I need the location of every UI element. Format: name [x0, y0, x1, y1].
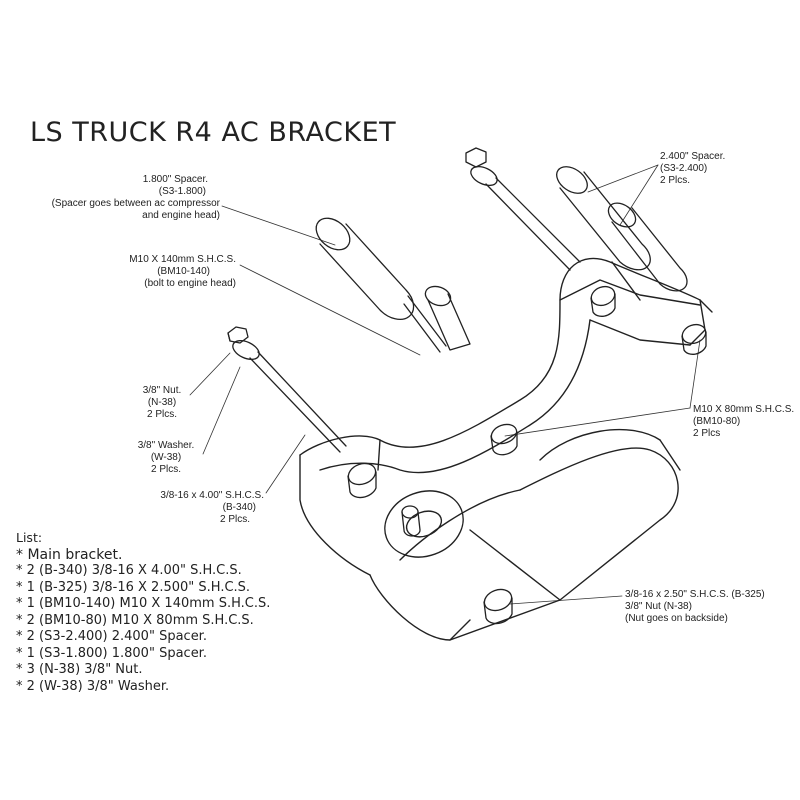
pin-center [401, 505, 421, 537]
callout-line: 3/8" Nut (N-38) [625, 601, 692, 612]
parts-list-item: * Main bracket. [16, 546, 123, 563]
parts-list-item: * 2 (S3-2.400) 2.400" Spacer. [16, 629, 207, 644]
socket-head-5 [483, 588, 513, 625]
callout-line: and engine head) [142, 210, 220, 221]
callout-line: (Spacer goes between ac compressor [51, 198, 220, 209]
callout-bolt-m10-140: M10 X 140mm S.H.C.S. (BM10-140) (bolt to… [96, 254, 248, 290]
callout-line: 2 Plcs. [146, 409, 177, 420]
socket-head-4 [681, 323, 707, 355]
callout-line: 2.400" Spacer. [660, 151, 726, 162]
parts-list: List: * Main bracket. * 2 (B-340) 3/8-16… [16, 530, 270, 695]
callout-line: 2 Plcs. [219, 514, 250, 525]
callout-line: (BM10-80) [693, 416, 741, 427]
spacer-middle [424, 285, 471, 351]
parts-list-item: * 1 (S3-1.800) 1.800" Spacer. [16, 645, 207, 661]
leader-spacer-1800 [221, 205, 336, 246]
parts-list-item: * 3 (N-38) 3/8" Nut. [16, 662, 143, 677]
parts-list-heading: List: [16, 530, 43, 545]
callout-line: 3/8-16 x 4.00" S.H.C.S. [160, 490, 264, 501]
callout-line: 3/8" Nut. [142, 385, 182, 396]
callout-washer-38: 3/8" Washer. (W-38) 2 Plcs. [128, 440, 204, 476]
parts-list-item: * 2 (W-38) 3/8" Washer. [16, 678, 170, 694]
callout-spacer-1800: 1.800" Spacer. (S3-1.800) (Spacer goes b… [40, 174, 220, 222]
socket-head-2 [490, 423, 518, 456]
bolt-b340-left [227, 326, 347, 453]
page-title: LS TRUCK R4 AC BRACKET [30, 117, 397, 148]
leader-washer [202, 366, 241, 455]
leader-m10-80-a [689, 339, 701, 409]
callout-line: M10 X 80mm S.H.C.S. [693, 404, 795, 415]
callout-line: (W-38) [150, 452, 182, 463]
callout-line: 1.800" Spacer. [142, 174, 208, 185]
callout-line: (bolt to engine head) [144, 278, 236, 289]
lower-mount [369, 428, 681, 641]
bolt-m10-140 [403, 295, 447, 353]
socket-head-1 [347, 462, 377, 499]
callout-line: (Nut goes on backside) [625, 613, 728, 624]
socket-head-3 [590, 285, 616, 317]
parts-list-item: * 1 (B-325) 3/8-16 X 2.500" S.H.C.S. [16, 579, 251, 595]
callout-bolt-m10-80: M10 X 80mm S.H.C.S. (BM10-80) 2 Plcs [693, 404, 794, 440]
leader-bolt-b340 [265, 434, 306, 494]
spacers-2400 [556, 166, 688, 292]
callout-line: 3/8" Washer. [137, 440, 195, 451]
callout-line: 2 Plcs [693, 428, 721, 439]
parts-list-item: * 2 (B-340) 3/8-16 X 4.00" S.H.C.S. [16, 563, 242, 578]
leader-m10-80-b [504, 407, 691, 437]
callout-spacer-2400: 2.400" Spacer. (S3-2.400) 2 Plcs. [660, 151, 725, 187]
leader-spacer-2400-a [587, 164, 659, 193]
socket-heads [347, 285, 707, 625]
callout-nut-38: 3/8" Nut. (N-38) 2 Plcs. [132, 385, 192, 421]
callout-line: 3/8-16 x 2.50" S.H.C.S. (B-325) [625, 589, 765, 600]
main-bracket [299, 257, 713, 576]
callout-line: 2 Plcs. [150, 464, 181, 475]
callout-line: 2 Plcs. [660, 175, 691, 186]
bolt-top-right [465, 147, 581, 271]
leader-nut [189, 352, 231, 396]
callout-line: (N-38) [147, 397, 177, 408]
callout-line: M10 X 140mm S.H.C.S. [129, 254, 236, 265]
callout-line: (S3-1.800) [158, 186, 206, 197]
callout-line: (B-340) [222, 502, 256, 513]
callout-line: (BM10-140) [157, 266, 210, 277]
parts-list-item: * 2 (BM10-80) M10 X 80mm S.H.C.S. [16, 612, 254, 628]
leader-bolt-m10-140 [239, 264, 421, 356]
parts-list-item: * 1 (BM10-140) M10 X 140mm S.H.C.S. [16, 596, 271, 611]
callout-bolt-b325: 3/8-16 x 2.50" S.H.C.S. (B-325) 3/8" Nut… [625, 589, 765, 625]
callout-bolt-b340: 3/8-16 x 4.00" S.H.C.S. (B-340) 2 Plcs. [124, 490, 264, 526]
leader-lines [189, 164, 701, 605]
leader-bolt-b325 [509, 595, 623, 605]
spacer-1800 [315, 217, 415, 321]
callout-line: (S3-2.400) [660, 163, 708, 174]
leader-spacer-2400-b [619, 164, 659, 226]
